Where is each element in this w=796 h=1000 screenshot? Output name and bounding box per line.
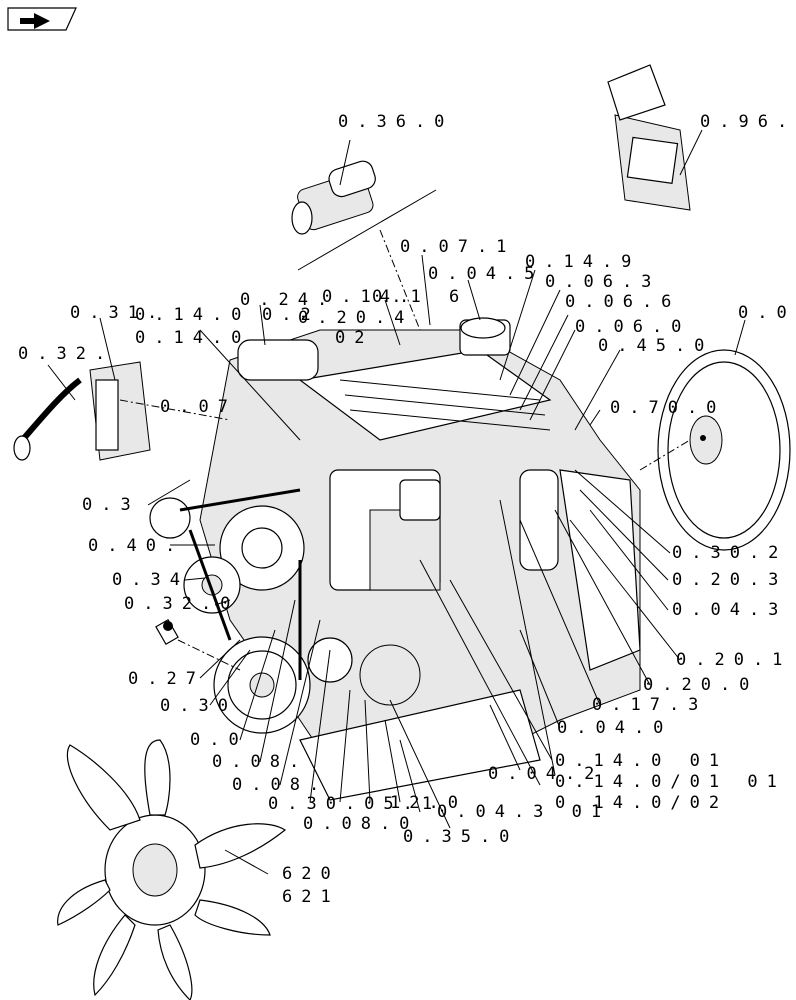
callout-label: 0.04.3 xyxy=(672,600,787,620)
callout-label: 621 xyxy=(282,887,340,907)
callout-label: 0.3 xyxy=(82,495,140,515)
callout-label: 0.14.9 xyxy=(525,252,640,272)
callout-label: 0.32. xyxy=(18,344,114,364)
callout-label: 0.31. xyxy=(70,303,166,323)
pulleys xyxy=(149,488,421,734)
arrow-right-icon[interactable] xyxy=(7,7,77,31)
callout-label: 0.14. xyxy=(322,287,418,307)
callout-label: 0.30 xyxy=(160,696,237,716)
flywheel xyxy=(657,349,791,551)
callout-label: 0.32.0 xyxy=(124,594,239,614)
callout-label: 0.14.0 01 xyxy=(555,751,728,771)
callout-labels: 0.36.0 0.96. 0.07.1 0.14.9 0.04.5 0.06.3… xyxy=(18,112,796,907)
callout-label: 0.07 xyxy=(160,397,237,417)
callout-label: 0.08.0 xyxy=(303,814,418,834)
cooling-fan xyxy=(57,739,287,1000)
callout-label: 0.36.0 xyxy=(338,112,453,132)
callout-label: 0.04.3 01 xyxy=(437,802,610,822)
callout-label: 0.70.0 xyxy=(610,398,725,418)
callout-label: 0.07.1 xyxy=(400,237,515,257)
callout-label: 0.45.0 xyxy=(598,336,713,356)
callout-label: 0.0 xyxy=(738,303,796,323)
starter-motor xyxy=(291,160,437,271)
callout-label: 0.14.0/02 xyxy=(555,793,728,813)
callout-label: 0.27 xyxy=(128,669,205,689)
callout-label: 0.2 xyxy=(262,305,320,325)
callout-label: 0.17.3 xyxy=(592,695,707,715)
callout-label: 0.08. xyxy=(232,775,328,795)
callout-label: 0.04.5 xyxy=(428,264,543,284)
callout-label: 0.40. xyxy=(88,536,184,556)
callout-label: 0.30.05.1 xyxy=(268,794,441,814)
callout-label: 0.06.6 xyxy=(565,292,680,312)
callout-label: 0.14.0/01 01 xyxy=(555,772,786,792)
callout-label: 0.0 xyxy=(190,730,248,750)
callout-label: 0.14.0 xyxy=(135,328,250,348)
oil-cooler xyxy=(13,361,151,461)
callout-label: 12.0 xyxy=(390,793,467,813)
callout-label: 0.20.4 xyxy=(298,308,413,328)
callout-label: 0.96. xyxy=(700,112,796,132)
callout-label: 0.14.0 xyxy=(135,305,250,325)
callout-label: 0.24. xyxy=(240,290,336,310)
control-unit xyxy=(607,64,691,211)
sensor xyxy=(155,619,179,645)
callout-label: 0.1 6 xyxy=(372,287,468,307)
callout-label: 0.20.1 xyxy=(676,650,791,670)
callout-label: 02 xyxy=(335,328,373,348)
leader-lines xyxy=(47,129,746,875)
callout-label: 0.08. xyxy=(212,752,308,772)
callout-label: 0.35.0 xyxy=(403,827,518,847)
centerlines xyxy=(119,229,691,671)
callout-label: 620 xyxy=(282,864,340,884)
callout-label: 0.04.0 xyxy=(557,718,672,738)
callout-label: 0.04.2 xyxy=(488,764,603,784)
callout-label: 0.06.0 xyxy=(575,317,690,337)
callout-label: 0.06.3 xyxy=(545,272,660,292)
callout-label: 0.30.2 xyxy=(672,543,787,563)
callout-label: 0.20.3 xyxy=(672,570,787,590)
callout-label: 0.20.0 xyxy=(643,675,758,695)
callout-label: 0.34 xyxy=(112,570,189,590)
